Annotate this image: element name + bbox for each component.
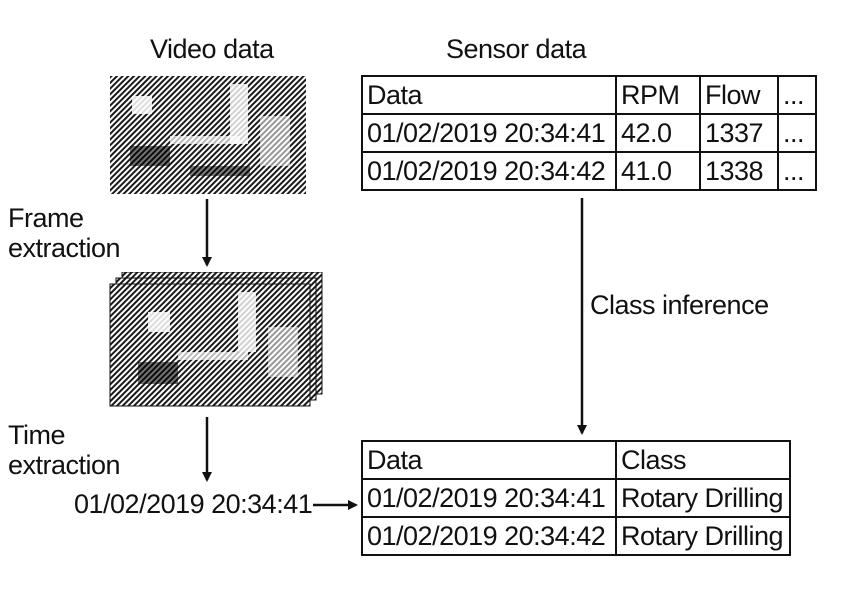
timestamp-label: 01/02/2019 20:34:41 <box>74 489 313 519</box>
sensor-data-label: Sensor data <box>446 34 587 64</box>
table-header-row: Data Class <box>361 440 791 480</box>
header-cell-more: ... <box>777 75 817 115</box>
video-frame-image <box>110 76 306 194</box>
cell-timestamp: 01/02/2019 20:34:42 <box>361 516 617 556</box>
time-extraction-label-line1: Time <box>8 420 66 450</box>
class-inference-label: Class inference <box>590 290 769 320</box>
cell-class: Rotary Drilling <box>615 478 791 518</box>
table-row: 01/02/2019 20:34:42 41.0 1338 ... <box>361 151 817 191</box>
video-data-label: Video data <box>150 34 274 64</box>
frame-extraction-label-line2: extraction <box>8 233 121 263</box>
time-extraction-label-line2: extraction <box>8 450 121 480</box>
frame-extraction-label-line1: Frame <box>8 203 84 233</box>
table-row: 01/02/2019 20:34:41 Rotary Drilling <box>361 478 791 518</box>
extracted-frames-image <box>109 272 323 407</box>
header-cell-data: Data <box>361 75 617 115</box>
sensor-data-table: Data RPM Flow ... 01/02/2019 20:34:41 42… <box>361 75 817 191</box>
cell-flow: 1338 <box>699 151 779 191</box>
header-cell-rpm: RPM <box>615 75 701 115</box>
table-row: 01/02/2019 20:34:41 42.0 1337 ... <box>361 113 817 153</box>
cell-flow: 1337 <box>699 113 779 153</box>
cell-rpm: 42.0 <box>615 113 701 153</box>
table-row: 01/02/2019 20:34:42 Rotary Drilling <box>361 516 791 556</box>
cell-timestamp: 01/02/2019 20:34:41 <box>361 113 617 153</box>
class-table: Data Class 01/02/2019 20:34:41 Rotary Dr… <box>361 440 791 556</box>
cell-timestamp: 01/02/2019 20:34:42 <box>361 151 617 191</box>
table-header-row: Data RPM Flow ... <box>361 75 817 115</box>
cell-rpm: 41.0 <box>615 151 701 191</box>
header-cell-class: Class <box>615 440 791 480</box>
header-cell-flow: Flow <box>699 75 779 115</box>
cell-more: ... <box>777 151 817 191</box>
cell-more: ... <box>777 113 817 153</box>
cell-class: Rotary Drilling <box>615 516 791 556</box>
header-cell-data: Data <box>361 440 617 480</box>
cell-timestamp: 01/02/2019 20:34:41 <box>361 478 617 518</box>
